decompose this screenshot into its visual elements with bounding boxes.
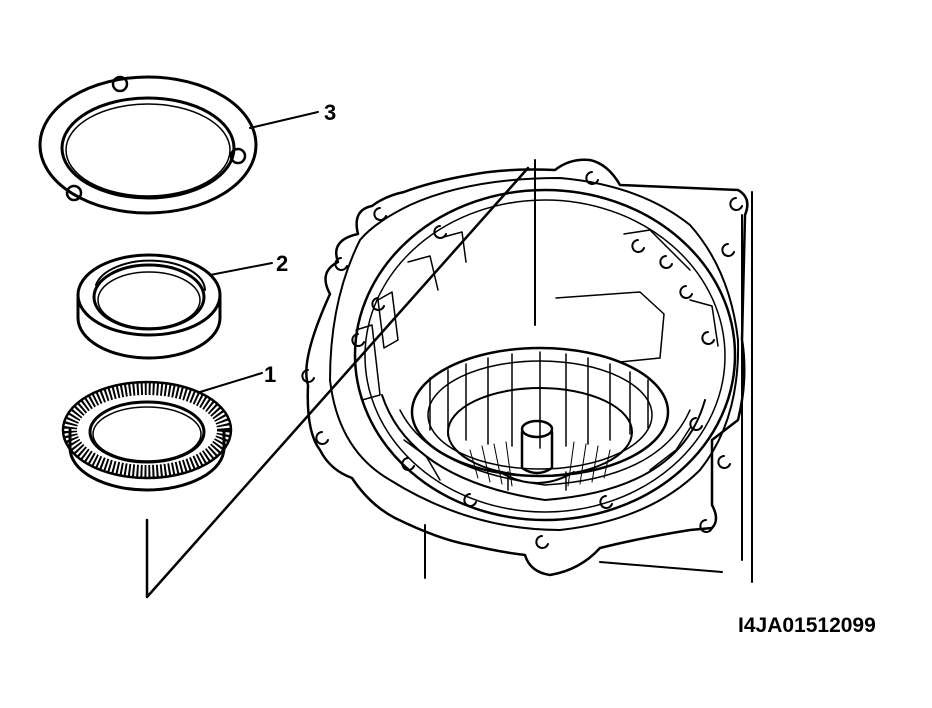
case-ribs [355,229,719,481]
callout-1-label: 1 [264,362,276,387]
part-1-needle-bearing [61,380,233,492]
drum-splines [429,351,649,449]
transmission-case [301,158,753,583]
callout-3-label: 3 [324,100,336,125]
callout-leaders [199,111,319,393]
part-2-seal [76,253,222,360]
cavity-hatching [469,441,611,487]
figure-code: I4JA01512099 [738,614,876,637]
callout-2-label: 2 [276,251,288,276]
case-side-face [424,191,753,583]
case-bolt-holes [301,171,743,549]
center-shaft [499,419,575,491]
part-3-gasket [38,75,258,215]
gasket-bolt-holes [65,75,247,202]
alignment-guides [145,159,536,599]
